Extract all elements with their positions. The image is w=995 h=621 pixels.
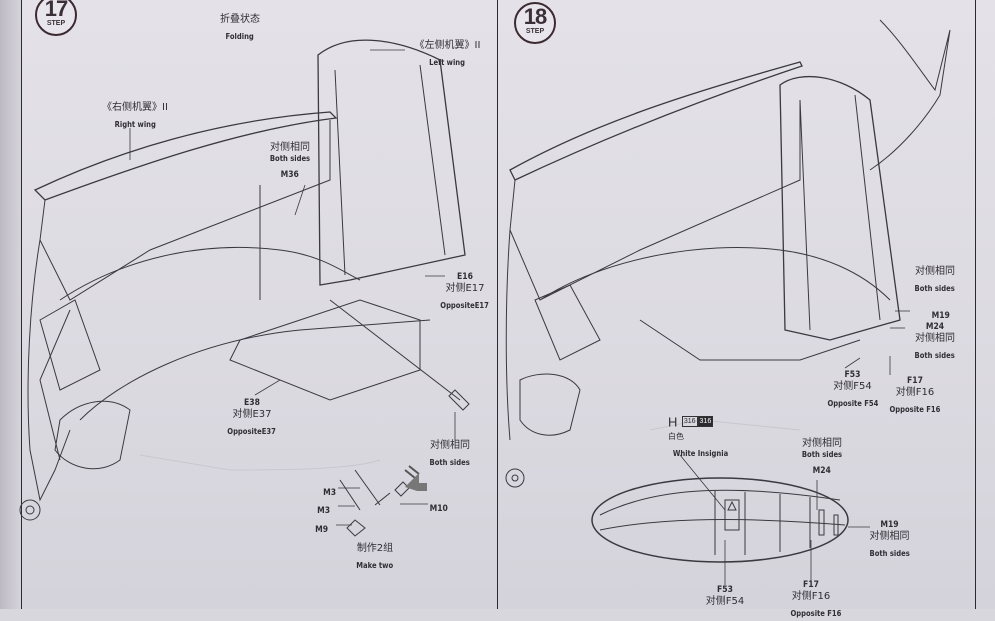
m19-callout: M19 [931,311,950,321]
step18-detail-ellipse [591,477,849,563]
step-number: 18 [523,4,547,29]
m36-callout: 对侧相同 Both sides M36 [269,142,311,180]
step-divider [497,0,498,609]
decal-sheet-letter: H [668,414,678,430]
detail-m24-callout: 对侧相同 Both sides M24 [801,438,843,476]
part-m3-b: M3 [317,506,331,516]
step-17-badge: 17 STEP [35,0,77,36]
right-wing-callout: 《右侧机翼》II Right wing [102,102,168,129]
step17-left-border [21,0,22,609]
part-m10: M10 [429,504,448,514]
step18-leader-lines [679,310,910,585]
detail-f53-callout: F53 对侧F54 [705,585,745,607]
step18-aircraft-drawing [505,19,951,488]
m24-callout: M24 对侧相同 Both sides [914,322,956,360]
step-label: STEP [525,28,545,35]
e16-callout: E16 对侧E17 OppositeE17 [440,272,490,310]
detail-f17-callout: F17 对侧F16 Opposite F16 [790,580,842,618]
e38-callout: E38 对侧E37 OppositeE37 [227,398,277,436]
folding-label: 折叠状态 Folding [220,14,260,41]
step17-aircraft-drawing [19,39,470,537]
f53-callout: F53 对侧F54 Opposite F54 [827,370,878,408]
decal-number-outline: 316 [681,416,698,428]
step18-right-border [975,0,976,609]
f17-callout: F17 对侧F16 Opposite F16 [889,376,941,414]
direction-arrow-icon [405,473,427,491]
step-number: 17 [44,0,68,21]
part-m9: M9 [315,525,329,535]
left-wing-callout: 《左侧机翼》II Left wing [414,40,481,67]
both-sides-top-callout: 对侧相同 Both sides [914,266,956,293]
step17-leader-lines [129,49,456,526]
page-binding-edge [0,0,22,609]
detail-m19-callout: M19 对侧相同 Both sides [869,520,910,558]
step-18-badge: 18 STEP [514,2,556,44]
strut-both-sides-callout: 对侧相同 Both sides [429,440,471,467]
part-m3-a: M3 [323,488,337,498]
decal-number-filled: 316 [697,416,714,428]
step-label: STEP [46,20,66,27]
make-two-label: 制作2组 Make two [356,543,394,570]
